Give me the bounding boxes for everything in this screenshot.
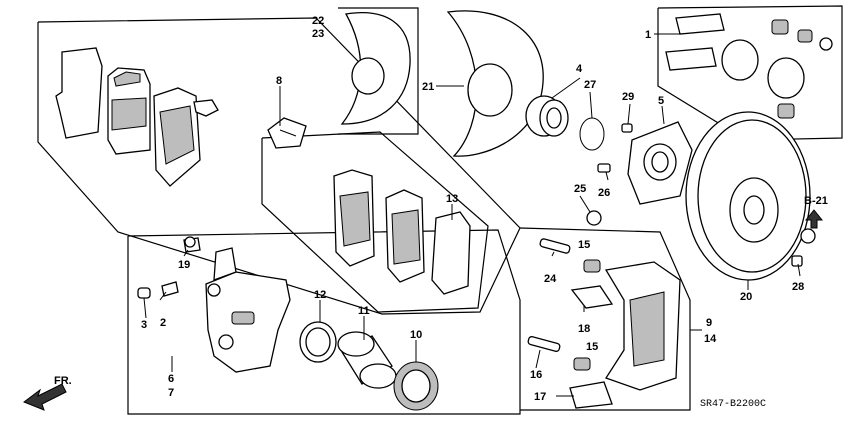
hub-nut [791,255,803,267]
callout-8: 8 [276,75,282,87]
callout-29: 29 [622,91,634,103]
disc-screw [800,228,816,244]
reference-arrow-icon [804,209,824,229]
callout-23: 23 [312,28,324,40]
callout-3: 3 [141,319,147,331]
bracket-bolt [586,210,602,226]
callout-10: 10 [410,329,422,341]
diagram-code: SR47-B2200C [700,399,766,410]
callout-14: 14 [704,333,717,345]
callout-22: 22 [312,15,324,27]
callout-13: 13 [446,193,458,205]
caliper-bolt [183,236,201,253]
splash-shield-large [446,10,544,157]
front-direction-arrow-icon [22,383,67,411]
callout-20: 20 [740,291,752,303]
callout-17: 17 [534,391,546,403]
callout-28: 28 [792,281,804,293]
callout-6: 6 [168,373,174,385]
callout-27: 27 [584,79,596,91]
callout-4: 4 [576,63,583,75]
callout-26: 26 [598,187,610,199]
wheel-bearing [525,95,569,137]
callout-25: 25 [574,183,586,195]
caliper-bracket [604,261,681,391]
hub-flange [627,121,693,205]
callout-16: 16 [530,369,542,381]
inner-pad-middle [385,189,425,283]
callout-15-upper: 15 [578,239,590,251]
seal-kit-parts [665,13,833,119]
outer-pad-group-frame [37,17,521,315]
callout-9: 9 [706,317,712,329]
pad-shim-clip [267,117,307,149]
callout-12: 12 [314,289,326,301]
front-direction-label: FR. [54,375,72,387]
piston [337,331,397,389]
snap-ring [579,117,605,151]
outer-pad-left [55,47,103,139]
outer-pad-middle [107,67,151,155]
hub-bolt [621,123,633,133]
reference-label: B-21 [804,195,828,207]
guide-pin-upper [539,238,571,254]
leader-lines [143,33,801,397]
guide-pin-lower [527,336,561,352]
callout-11: 11 [358,305,370,317]
callout-1: 1 [645,29,651,41]
bracket-group-frame [519,227,691,411]
pin-boot-upper [583,259,601,273]
piston-seal [299,321,337,363]
callout-24: 24 [544,273,557,285]
inner-pad-group-frame [261,131,489,313]
inner-pad-left [333,169,375,267]
callout-21: 21 [422,81,434,93]
wheel-stud [597,163,611,173]
callout-7: 7 [168,387,174,399]
callout-5: 5 [658,95,664,107]
splash-guard-frame [338,7,419,135]
callout-19: 19 [178,259,190,271]
outer-pad-right [153,87,219,187]
caliper-body [205,247,291,373]
inner-pad-shim [431,211,471,295]
pin-boot-lower [573,357,591,371]
splash-shield-small [340,12,411,125]
callout-2: 2 [160,317,166,329]
callout-15-lower: 15 [586,341,598,353]
piston-boot [393,361,439,411]
callout-18: 18 [578,323,590,335]
pad-retainer-lower [569,381,613,409]
bleed-cap [137,287,151,299]
pad-retainer-upper [570,285,614,309]
brake-disc [685,111,811,281]
